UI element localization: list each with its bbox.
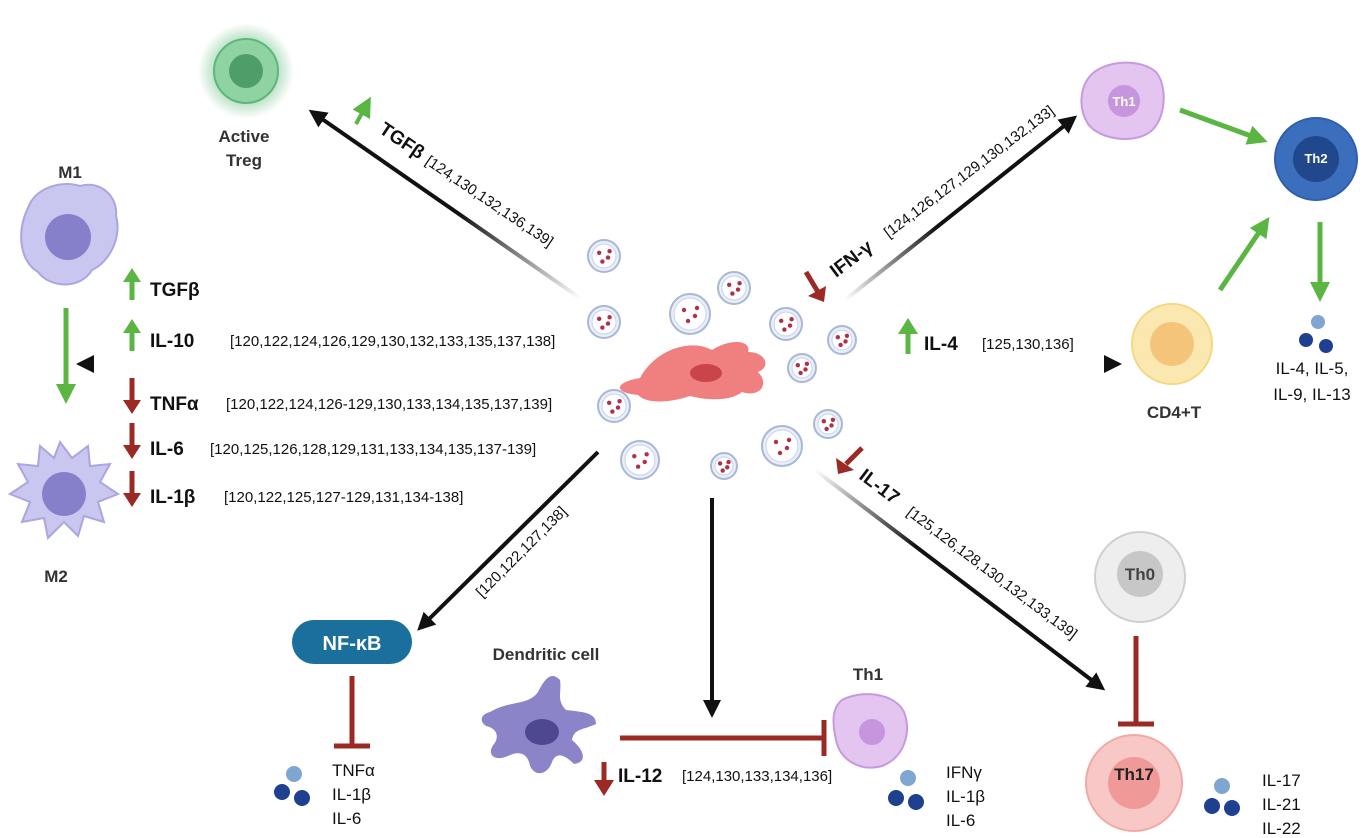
- macrophage-cytokine-label: TNFα: [150, 394, 199, 415]
- th0-cell: [1094, 531, 1186, 623]
- cd4-to-th2-arrow: [1217, 217, 1270, 292]
- nfkb-refs: [120,122,127,138]: [473, 503, 571, 601]
- treg-label-line2: Treg: [226, 151, 262, 170]
- th1-top-label: Th1: [1112, 94, 1135, 109]
- il4-refs: [125,130,136]: [982, 336, 1074, 353]
- il17-label: IL-17: [855, 465, 903, 508]
- tgfb-treg-label: TGFβ: [375, 119, 428, 164]
- nfkb-arrow: [417, 450, 600, 631]
- macrophage-cytokine-row: TNFα [120,122,124,126-129,130,133,134,135…: [123, 378, 552, 415]
- th17-out-2: IL-21: [1262, 795, 1301, 814]
- treg-label-line1: Active: [218, 127, 269, 146]
- extracellular-vesicles: [587, 239, 857, 480]
- il12-refs: [124,130,133,134,136]: [682, 768, 832, 785]
- down-arrowhead-icon: [123, 445, 141, 459]
- ifng-label: IFN-γ: [826, 236, 877, 282]
- th2-out-1: IL-4, IL-5,: [1276, 359, 1349, 378]
- dendritic-cell: [481, 676, 596, 774]
- il4-label: IL-4: [924, 334, 958, 355]
- ifng-down-arrowhead: [808, 286, 826, 302]
- il12-label: IL-12: [618, 766, 662, 787]
- macrophage-cytokine-refs: [120,125,126,128,129,131,133,134,135,137…: [210, 441, 536, 458]
- up-arrowhead-icon: [123, 268, 141, 282]
- macrophage-cytokine-row: TGFβ: [123, 268, 200, 301]
- vesicle: [769, 307, 803, 341]
- th1-top-cell: [1080, 61, 1165, 140]
- th2-cytokine-dots: [1299, 315, 1333, 353]
- th17-label: Th17: [1114, 765, 1154, 784]
- vesicle: [710, 452, 738, 480]
- up-arrowhead-icon: [123, 319, 141, 333]
- vesicle: [587, 305, 621, 339]
- vesicle: [827, 325, 857, 355]
- vesicle: [761, 425, 803, 467]
- th17-out-1: IL-17: [1262, 771, 1301, 790]
- macrophage-cytokine-refs: [120,122,124,126,129,130,132,133,135,137…: [230, 333, 555, 350]
- il4-up-arrowhead: [898, 318, 918, 334]
- th1-bottom-cell: [832, 693, 908, 769]
- macrophage-cytokine-row: IL-10 [120,122,124,126,129,130,132,133,13…: [123, 319, 555, 352]
- th17-cytokine-dots: [1204, 778, 1240, 816]
- m1-macrophage: [20, 183, 119, 286]
- vesicle: [717, 271, 751, 305]
- vesicle: [587, 239, 621, 273]
- th2-cell: [1274, 117, 1358, 201]
- th2-label: Th2: [1304, 151, 1327, 166]
- down-arrowhead-icon: [123, 493, 141, 507]
- macrophage-cytokine-label: IL-6: [150, 439, 184, 460]
- nfkb-cytokine-dots: [274, 766, 310, 806]
- th17-cell: [1085, 734, 1183, 832]
- nfkb-out-1: TNFα: [332, 761, 375, 780]
- th0-label: Th0: [1125, 565, 1155, 584]
- dendritic-label: Dendritic cell: [493, 645, 600, 664]
- il17-down-arrowhead: [836, 458, 854, 474]
- th1-bottom-cytokine-dots: [888, 770, 924, 810]
- nfkb-out-3: IL-6: [332, 809, 361, 828]
- th17-out-3: IL-22: [1262, 819, 1301, 838]
- cd4-label: CD4+T: [1147, 403, 1202, 422]
- nfkb-label: NF-κB: [323, 633, 382, 655]
- vesicle: [787, 353, 817, 383]
- tgfb-treg-up-arrow: [352, 96, 371, 125]
- th1-out-3: IL-6: [946, 811, 975, 830]
- m1-label: M1: [58, 163, 82, 182]
- macrophage-cytokine-row: IL-6 [120,125,126,128,129,131,133,134,135…: [123, 423, 536, 460]
- th2-out-2: IL-9, IL-13: [1273, 385, 1351, 404]
- vesicle: [813, 409, 843, 439]
- cd4-t-cell: [1131, 303, 1213, 385]
- ifng-down-arrow: [803, 270, 821, 294]
- ifng-refs: [124,126,127,129,130,132,133]: [881, 102, 1058, 241]
- macrophage-cytokine-refs: [120,122,125,127-129,131,134-138]: [224, 489, 463, 506]
- macrophage-cytokine-label: IL-1β: [150, 487, 195, 508]
- msc-cell: [619, 341, 766, 402]
- vesicle: [620, 440, 660, 480]
- th1-out-1: IFNγ: [946, 763, 982, 782]
- il17-arrow: [813, 468, 1106, 691]
- nfkb-node: [292, 620, 412, 664]
- macrophage-cytokine-label: IL-10: [150, 331, 194, 352]
- tgfb-treg-arrow: [308, 109, 582, 300]
- il12-down-arrowhead: [594, 780, 614, 796]
- il17-down-arrow: [844, 446, 864, 466]
- macrophage-cytokine-row: IL-1β [120,122,125,127-129,131,134-138]: [123, 471, 463, 508]
- macrophage-cytokine-refs: [120,122,124,126-129,130,133,134,135,137…: [226, 396, 552, 413]
- il17-refs: [125,126,128,130,132,133,139]: [904, 504, 1081, 643]
- down-arrowhead-icon: [123, 400, 141, 414]
- th1-to-th2-arrow: [1179, 107, 1268, 145]
- nfkb-out-2: IL-1β: [332, 785, 371, 804]
- treg-cell: [198, 23, 294, 119]
- vesicle: [669, 293, 711, 335]
- m2-macrophage: [7, 439, 121, 541]
- th1-bottom-label: Th1: [853, 665, 883, 684]
- th1-out-2: IL-1β: [946, 787, 985, 806]
- macrophage-cytokine-label: TGFβ: [150, 280, 200, 301]
- m2-label: M2: [44, 567, 68, 586]
- ifng-arrow: [843, 115, 1078, 302]
- vesicle: [597, 389, 631, 423]
